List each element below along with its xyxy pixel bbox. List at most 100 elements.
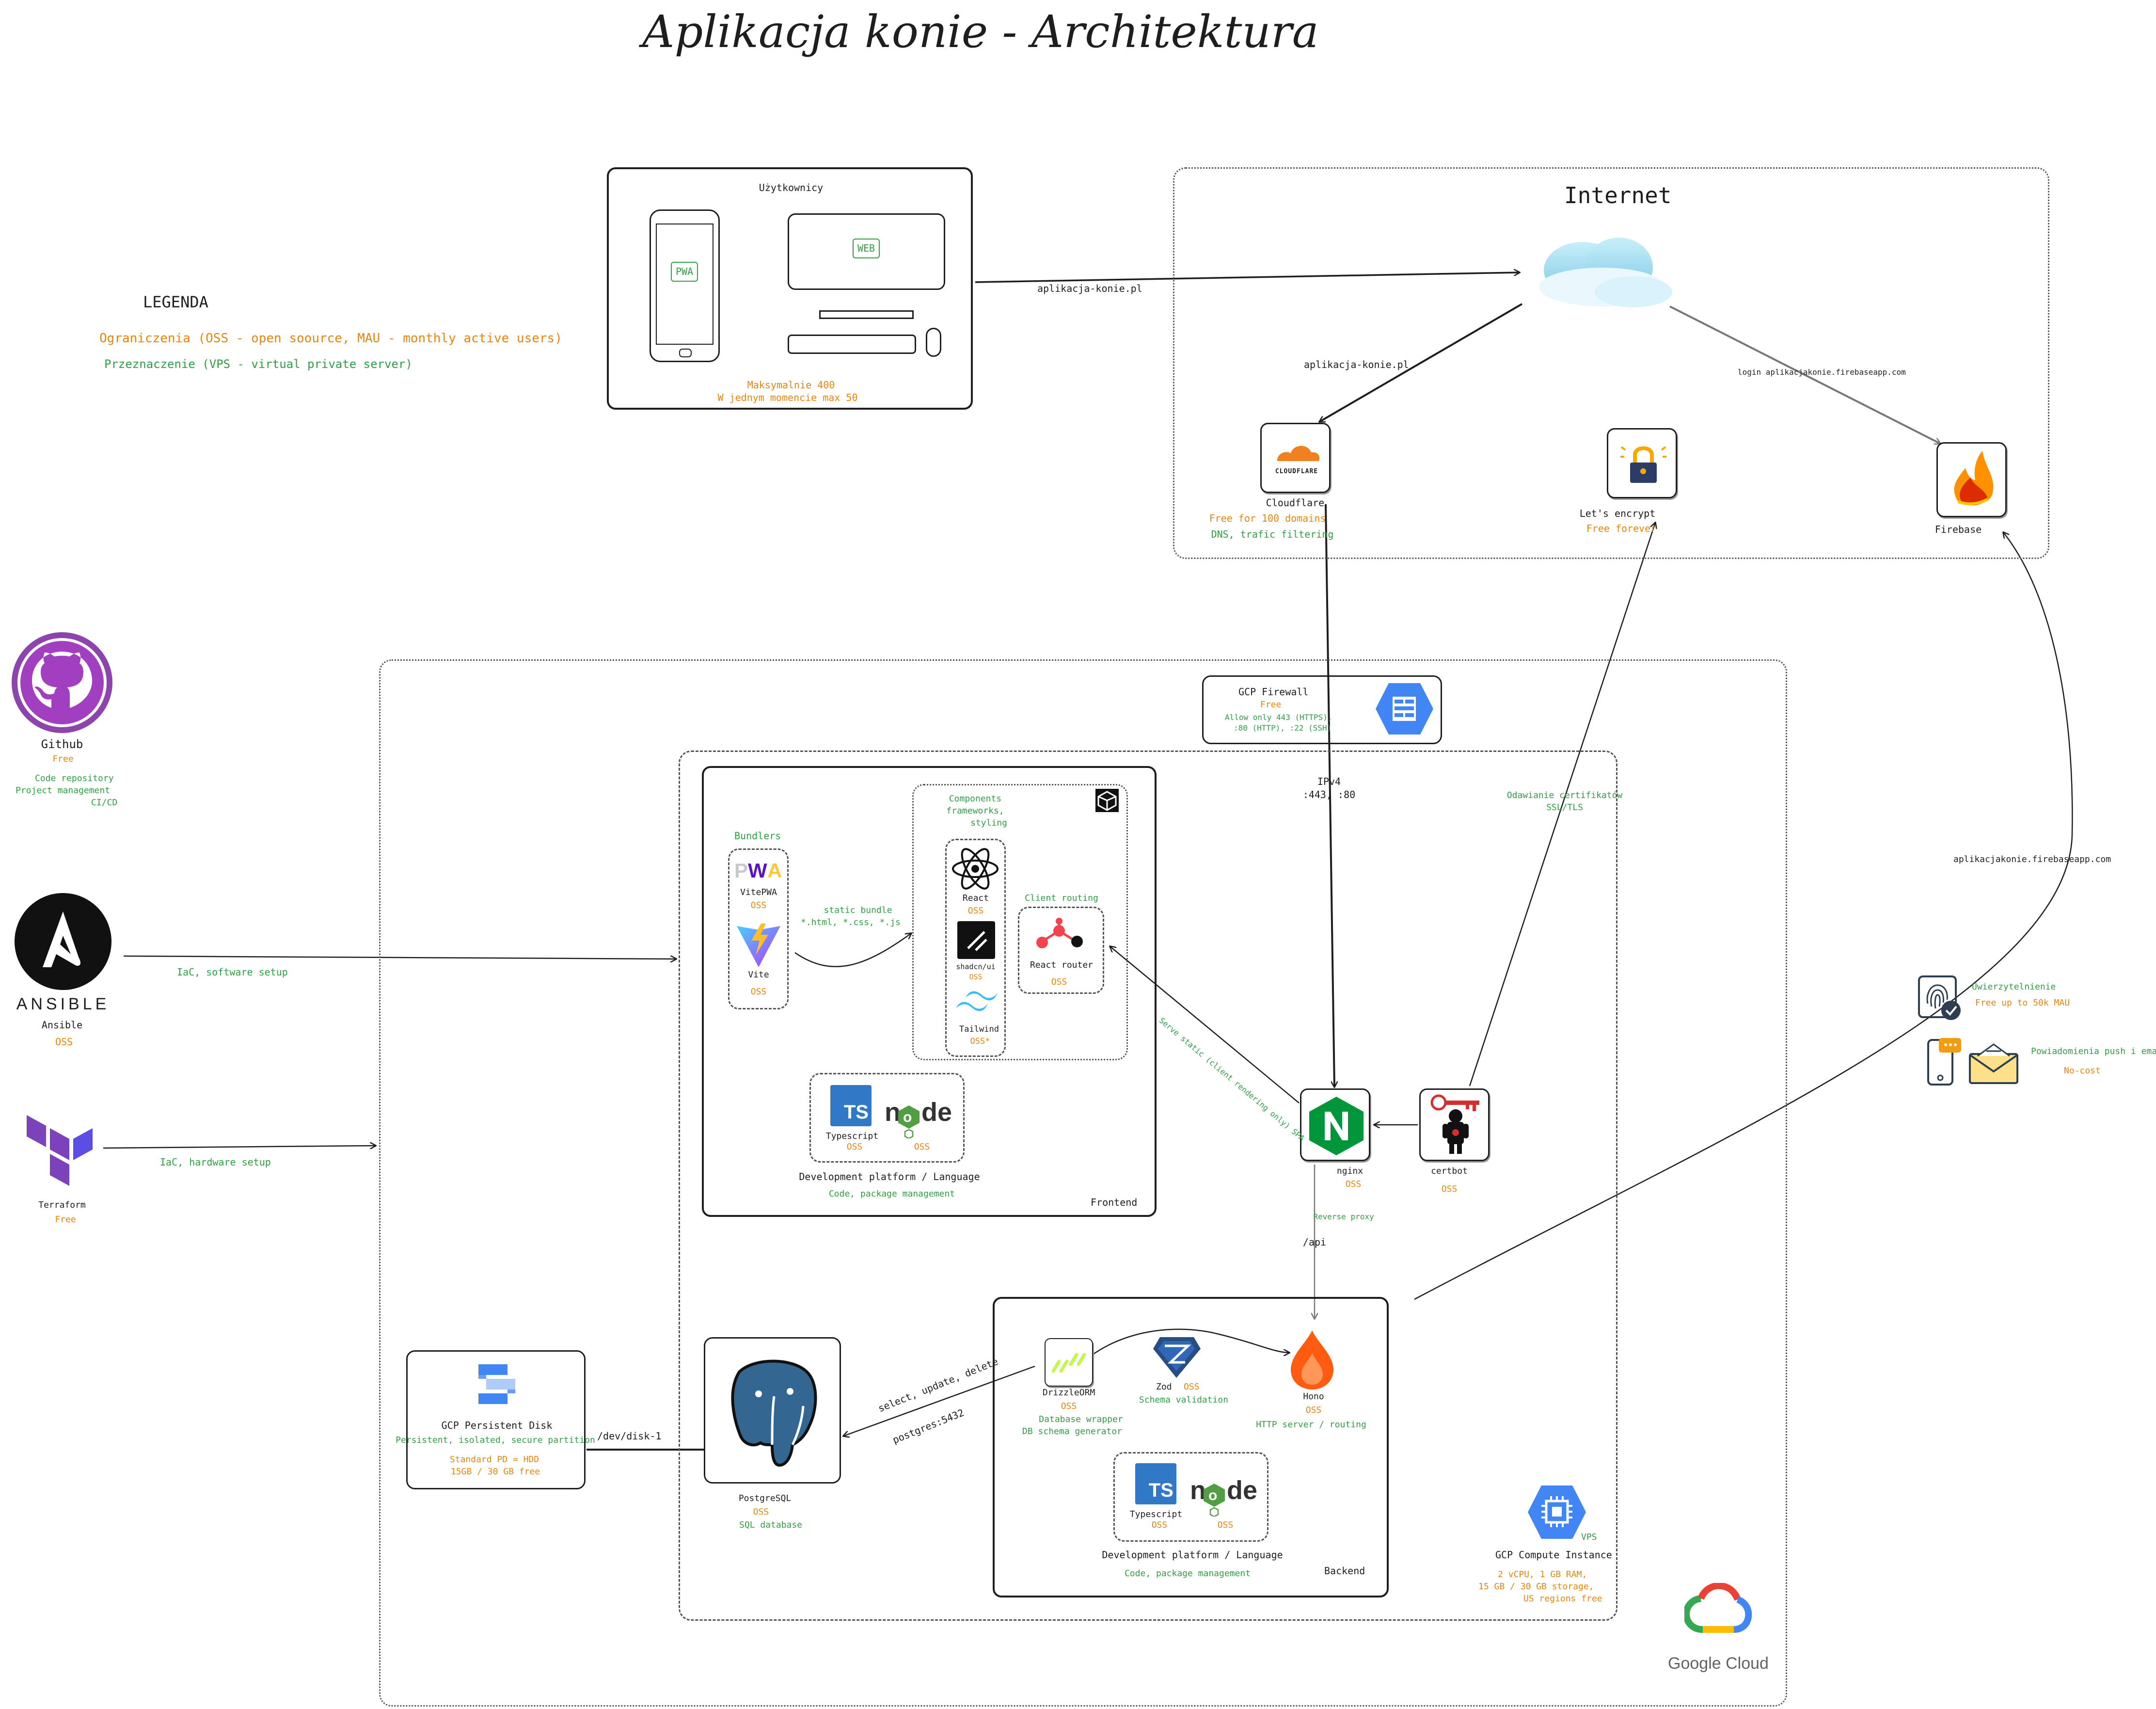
gcp-box — [379, 659, 1787, 1707]
cert-edge-line-1: Odawianie certifikatów — [1506, 790, 1623, 800]
svg-text:W: W — [748, 859, 767, 882]
vite-name: Vite — [748, 970, 769, 980]
frontend-box — [702, 766, 1157, 1217]
backend-platform-group — [1113, 1452, 1268, 1542]
ansible-icon — [15, 893, 111, 990]
react-icon — [952, 848, 999, 890]
edge-backend-firebase — [1414, 532, 2073, 1300]
firebase-icon — [1954, 451, 1994, 506]
users-box — [607, 167, 973, 410]
backend-ts-name: Typescript — [1129, 1509, 1183, 1519]
zod-icon — [1153, 1337, 1201, 1378]
edge-nginx-router — [1110, 946, 1300, 1103]
components-label-2: frameworks, — [946, 806, 1004, 816]
backend-platform-purpose: Code, package management — [1124, 1568, 1251, 1579]
zod-name: Zod — [1156, 1382, 1172, 1392]
cloudflare-limit: Free for 100 domains — [1209, 512, 1326, 524]
github-purpose-1: Code repository — [35, 773, 114, 783]
google-cloud-icon — [1684, 1583, 1752, 1633]
auth-limit: Free up to 50k MAU — [1975, 998, 2070, 1008]
edge-certbot-letsencrypt — [1469, 523, 1655, 1086]
cloudflare-logo-text: CLOUDFLARE — [1275, 468, 1318, 475]
edge-label-firebase: login aplikacjakonie.firebaseapp.com — [1738, 367, 1906, 377]
bundle-edge-2: *.html, *.css, *.js — [801, 917, 901, 927]
firebase-name: Firebase — [1934, 524, 1982, 535]
notifications-limit: No-cost — [2064, 1066, 2101, 1076]
legend-item-orange: Ograniczenia (OSS - open soource, MAU - … — [99, 331, 562, 346]
vps-box — [679, 751, 1617, 1621]
postgres-icon — [731, 1359, 817, 1467]
cloudflare-purpose: DNS, trafic filtering — [1211, 528, 1334, 540]
gcp-disk-card — [406, 1350, 586, 1489]
monitor-icon — [788, 213, 945, 290]
web-badge: WEB — [852, 239, 880, 258]
backend-ts-limit: OSS — [1151, 1520, 1168, 1530]
mouse-icon — [926, 328, 941, 357]
gcp-firewall-limit: Free — [1260, 700, 1282, 710]
vite-icon — [737, 924, 780, 967]
react-router-limit: OSS — [1051, 977, 1067, 987]
backend-node-limit: OSS — [1217, 1520, 1234, 1530]
compute-engine-icon — [1528, 1485, 1586, 1539]
nginx-proxy-edge-label: Reverse proxy — [1313, 1212, 1374, 1221]
hono-purpose: HTTP server / routing — [1256, 1420, 1366, 1430]
persistent-disk-icon — [478, 1364, 515, 1404]
terraform-edge-label: IaC, hardware setup — [160, 1156, 271, 1168]
bundlers-label: Bundlers — [734, 830, 781, 842]
svg-text:o: o — [903, 1109, 912, 1125]
react-router-name: React router — [1030, 960, 1094, 970]
auth-name: Uwierzytelnienie — [1972, 982, 2056, 992]
internet-box — [1173, 167, 2049, 559]
phone-icon — [650, 209, 720, 362]
email-icon — [1969, 1043, 2018, 1084]
backend-label: Backend — [1324, 1565, 1365, 1577]
components-label-3: styling — [970, 818, 1007, 828]
gcp-disk-limit-2: 15GB / 30 GB free — [450, 1467, 540, 1477]
cloudflare-icon — [1277, 446, 1320, 461]
ansible-edge-label: IaC, software setup — [177, 966, 288, 978]
nginx-api-label: /api — [1302, 1236, 1327, 1248]
edge-cloudflare-nginx — [1325, 504, 1334, 1087]
certbot-card — [1419, 1088, 1490, 1161]
tailwind-name: Tailwind — [959, 1024, 999, 1034]
edge-label-cloudflare: aplikacja-konie.pl — [1304, 359, 1409, 370]
page-title: Aplikacja konie - Architektura — [642, 6, 1319, 58]
gcp-firewall-purpose-2: :80 (HTTP), :22 (SSH) — [1234, 723, 1332, 733]
hono-icon — [1291, 1330, 1333, 1390]
frontend-ts-limit: OSS — [846, 1142, 863, 1152]
edge-label-users: aplikacja-konie.pl — [1037, 283, 1142, 294]
gcp-firewall-card — [1202, 675, 1442, 744]
components-label-1: Components — [949, 794, 1002, 804]
terraform-icon — [27, 1115, 93, 1186]
svg-text:A: A — [767, 859, 782, 882]
svg-text:P: P — [734, 859, 748, 882]
certbot-limit: OSS — [1441, 1184, 1458, 1194]
certbot-name: certbot — [1431, 1166, 1468, 1176]
drizzle-limit: OSS — [1061, 1401, 1077, 1411]
github-purpose-3: CI/CD — [91, 798, 118, 808]
tailwind-limit: OSS* — [970, 1037, 990, 1046]
nodejs-icon: n o de — [885, 1100, 952, 1138]
gcp-compute-limit-1: 2 vCPU, 1 GB RAM, — [1498, 1569, 1587, 1580]
vite-limit: OSS — [750, 987, 767, 997]
legend-item-green: Przeznaczenie (VPS - virtual private ser… — [104, 357, 412, 371]
gcp-compute-limit-3: US regions free — [1523, 1594, 1602, 1604]
nginx-icon — [1309, 1097, 1363, 1155]
frontend-platform-group — [809, 1073, 965, 1163]
frontend-platform-label: Development platform / Language — [799, 1171, 980, 1182]
monitor-stand-icon — [819, 310, 914, 319]
svg-text:n: n — [1190, 1478, 1206, 1505]
postgres-name: PostgreSQL — [738, 1493, 792, 1503]
github-limit: Free — [52, 754, 74, 764]
react-router-icon — [1036, 918, 1083, 948]
pwa-badge: PWA — [670, 262, 698, 282]
internet-label: Internet — [1564, 182, 1672, 208]
edge-terraform-gcp — [103, 1146, 376, 1148]
postgres-limit: OSS — [753, 1507, 769, 1517]
edge-bundlers-components — [794, 933, 911, 967]
frontend-label: Frontend — [1091, 1197, 1138, 1208]
drizzle-card — [1045, 1338, 1093, 1387]
bundlers-group — [728, 848, 789, 1009]
frontend-node-limit: OSS — [914, 1142, 930, 1152]
